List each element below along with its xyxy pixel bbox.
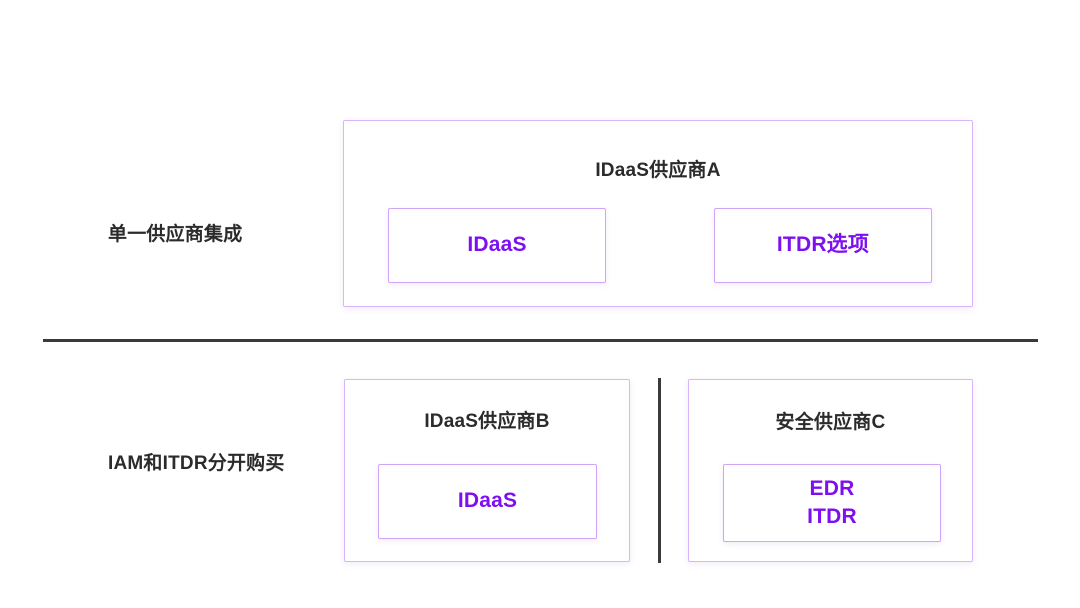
vendor-card-idaas-a: IDaaS供应商A IDaaS ITDR选项 bbox=[343, 120, 973, 307]
product-box-itdr-option-a: ITDR选项 bbox=[714, 208, 932, 283]
product-label-idaas-a: IDaaS bbox=[467, 233, 527, 257]
vertical-divider bbox=[658, 378, 661, 563]
product-label-itdr-option-a: ITDR选项 bbox=[776, 233, 870, 257]
vendor-card-title-c: 安全供应商C bbox=[775, 412, 886, 433]
product-box-idaas-a: IDaaS bbox=[388, 208, 606, 283]
vendor-card-security-c: 安全供应商C EDR ITDR bbox=[688, 379, 973, 562]
product-label-edr-c: EDR bbox=[809, 476, 855, 500]
horizontal-divider bbox=[43, 339, 1038, 342]
row-label-separate-purchase: IAM和ITDR分开购买 bbox=[108, 453, 285, 474]
product-label-idaas-b: IDaaS bbox=[457, 489, 518, 513]
product-label-itdr-c: ITDR bbox=[807, 505, 857, 528]
product-box-idaas-b: IDaaS bbox=[378, 464, 597, 539]
vendor-card-idaas-b: IDaaS供应商B IDaaS bbox=[344, 379, 630, 562]
vendor-card-title-a: IDaaS供应商A bbox=[595, 160, 721, 181]
vendor-card-title-b: IDaaS供应商B bbox=[424, 411, 550, 432]
product-box-edr-itdr-c: EDR ITDR bbox=[723, 464, 941, 542]
row-label-single-vendor: 单一供应商集成 bbox=[108, 224, 243, 245]
